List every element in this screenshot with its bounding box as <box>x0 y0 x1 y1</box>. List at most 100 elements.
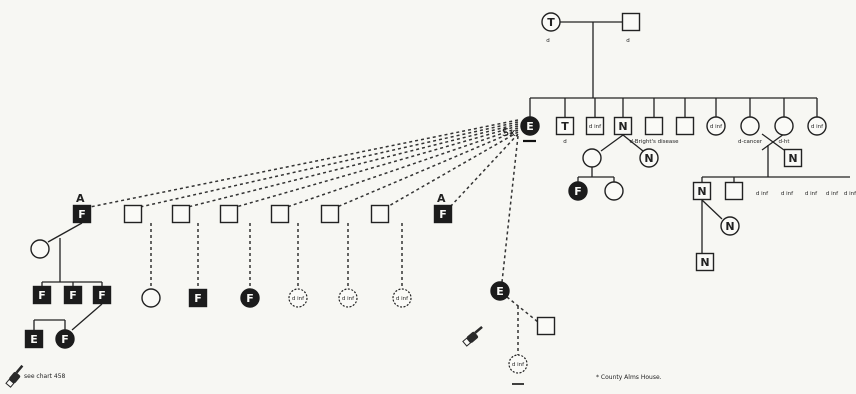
kinship-line <box>600 134 624 152</box>
person-circle <box>774 116 794 136</box>
kinship-line <box>701 199 723 220</box>
person-m6c: d inf <box>338 288 358 308</box>
person-square <box>320 204 340 224</box>
trait-letter: F <box>194 292 202 305</box>
person-s10: d inf <box>807 116 827 136</box>
hand-palm <box>9 371 21 384</box>
illegitimate-line <box>235 125 519 208</box>
person-s4: N <box>613 116 633 136</box>
person-circle <box>288 288 308 308</box>
alms-house-footnote: * County Alms House. <box>596 374 662 381</box>
pointing-hands <box>5 325 483 388</box>
person-s9: d-ht <box>774 116 794 145</box>
person-square <box>555 116 575 136</box>
person-note: d-ht <box>778 139 790 145</box>
person-note: d inf <box>844 191 856 197</box>
person-s6 <box>675 116 695 136</box>
trait-letter: T <box>561 120 569 133</box>
trait-letter: N <box>788 152 797 165</box>
trait-letter: F <box>61 333 69 346</box>
person-circle <box>720 216 740 236</box>
kinship-line <box>761 133 785 151</box>
person-ns4w <box>582 148 602 168</box>
person-square <box>621 12 641 32</box>
person-gc1w: N <box>720 216 740 236</box>
trait-letter: F <box>439 208 447 221</box>
person-circle <box>639 148 659 168</box>
trait-letter: F <box>98 289 106 302</box>
person-circle <box>541 12 561 32</box>
person-m3 <box>171 204 191 224</box>
trait-letter: F <box>574 185 582 198</box>
illegitimate-line <box>286 127 519 208</box>
person-m2c <box>141 288 161 308</box>
hand-finger <box>474 325 483 334</box>
person-circle <box>520 116 540 136</box>
person-ns4h: N <box>639 148 659 168</box>
person-square <box>32 285 52 305</box>
person-square <box>783 148 803 168</box>
person-square <box>171 204 191 224</box>
person-note: d inf <box>396 296 409 302</box>
person-note: d inf <box>781 191 794 197</box>
illegitimate-line <box>449 133 519 208</box>
person-circle <box>508 354 528 374</box>
person-square <box>188 288 208 308</box>
illegitimate-line <box>187 123 519 208</box>
person-gc5: d inf <box>805 191 818 197</box>
person-m2 <box>123 204 143 224</box>
trait-letter: N <box>644 152 653 165</box>
person-circle <box>240 288 260 308</box>
person-circle <box>338 288 358 308</box>
person-note: d inf <box>342 296 355 302</box>
person-square <box>123 204 143 224</box>
person-square <box>644 116 664 136</box>
person-nc1: F <box>568 181 588 201</box>
person-m1g2: F <box>55 329 75 349</box>
person-s3: d inf <box>585 116 605 136</box>
trait-letter: F <box>69 289 77 302</box>
see-chart-note: see chart 458 <box>24 373 66 380</box>
person-square <box>72 204 92 224</box>
person-m1g1: E <box>24 329 44 349</box>
trait-letter: T <box>547 16 555 29</box>
person-circle <box>392 288 412 308</box>
person-note: d inf <box>826 191 839 197</box>
person-e2p <box>536 316 556 336</box>
person-p: E <box>520 116 540 136</box>
person-note: d inf <box>805 191 818 197</box>
person-gf: Td <box>541 12 561 44</box>
person-m1c3: F <box>92 285 112 305</box>
person-circle <box>490 281 510 301</box>
person-e2c: d inf <box>508 354 528 374</box>
trait-letter: N <box>725 220 734 233</box>
person-gc7: d inf <box>844 191 856 197</box>
illegitimate-line <box>336 129 519 208</box>
trait-letter: E <box>496 285 504 298</box>
person-circle <box>141 288 161 308</box>
person-s7: d inf <box>706 116 726 136</box>
trait-letter: F <box>78 208 86 221</box>
person-square <box>63 285 83 305</box>
person-gc1: N <box>692 181 712 201</box>
person-m7c: d inf <box>392 288 412 308</box>
person-gc3: d inf <box>756 191 769 197</box>
person-s5: d-Bright's disease <box>630 116 679 145</box>
person-note: d <box>626 38 630 44</box>
person-m8: FA <box>433 192 453 224</box>
alcoholic-mark: A <box>437 192 446 205</box>
person-square <box>92 285 112 305</box>
person-m7 <box>370 204 390 224</box>
person-square <box>613 116 633 136</box>
person-square <box>724 181 744 201</box>
pedigree-lines <box>33 21 850 355</box>
person-note: d-cancer <box>738 139 763 145</box>
person-circle <box>706 116 726 136</box>
person-square <box>692 181 712 201</box>
person-m6 <box>320 204 340 224</box>
person-square <box>695 252 715 272</box>
person-e2: E <box>490 281 510 301</box>
trait-letter: E <box>30 333 38 346</box>
